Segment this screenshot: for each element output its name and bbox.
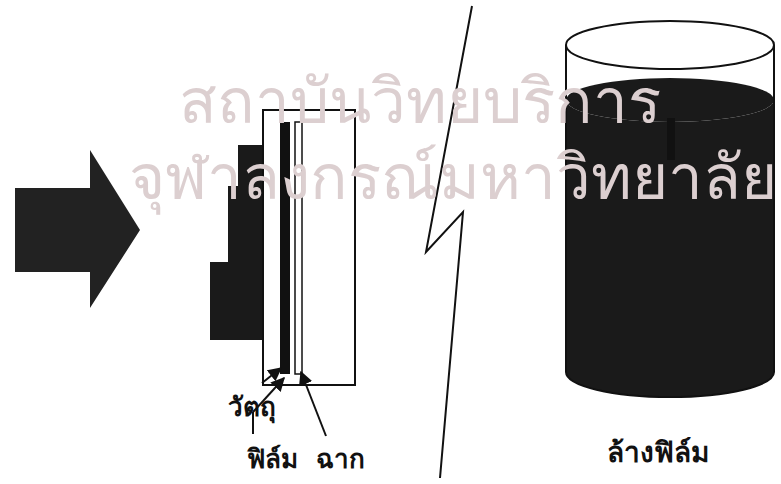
- beam-arrow: [15, 150, 140, 308]
- part-label: ฉาก: [316, 438, 365, 479]
- part-label: ล้างฟิล์ม: [607, 430, 709, 474]
- watermark: สถาบันวิทยบริการ: [179, 52, 661, 150]
- part-label: ฟิล์ม: [247, 438, 298, 479]
- part-label: วัตถุ: [228, 386, 276, 427]
- watermark: จุฬาลงกรณ์มหาวิทยาลัย: [129, 128, 777, 226]
